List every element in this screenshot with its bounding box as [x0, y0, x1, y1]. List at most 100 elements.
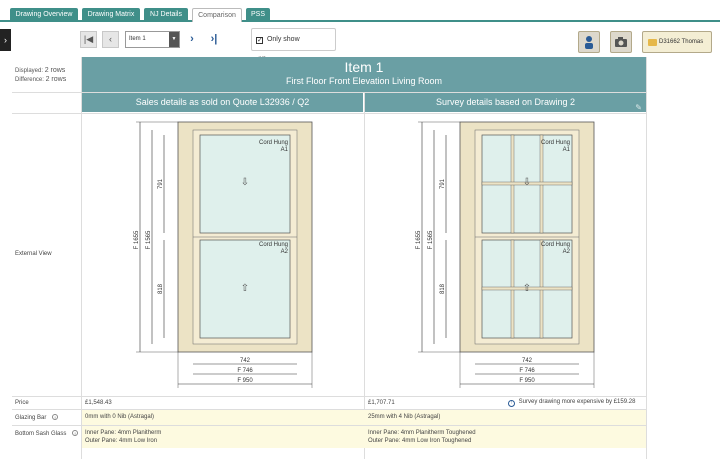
dim-width-overall: F 950	[237, 378, 253, 384]
difference-rows: Difference: 2 rows	[15, 76, 66, 83]
camera-icon	[615, 37, 627, 47]
sales-glazing-bar: 0mm with 0 Nib (Astragal)	[85, 414, 155, 420]
bottom-sash-glass	[199, 239, 291, 339]
survey-outer-pane: Outer Pane: 4mm Low Iron Toughened	[368, 438, 472, 444]
sales-outer-pane: Outer Pane: 4mm Low Iron	[85, 438, 158, 444]
arrow-down-icon: ⇩	[523, 177, 531, 188]
item-subtitle: First Floor Front Elevation Living Room	[285, 76, 443, 86]
sales-price: £1,548.43	[85, 400, 112, 406]
displayed-label: Displayed:	[15, 68, 44, 74]
arrow-up-icon: ↑	[508, 400, 515, 407]
difference-label: Difference:	[15, 77, 44, 83]
glazing-bar-label-text: Glazing Bar	[15, 415, 47, 421]
grid-line	[12, 396, 646, 397]
chevron-right-icon: ›	[4, 35, 7, 45]
first-item-button[interactable]: |◀	[80, 31, 97, 48]
sidebar-toggle-button[interactable]: ›	[0, 29, 11, 51]
dim-top: 791	[440, 178, 446, 189]
tab-bar: Drawing Overview Drawing Matrix NJ Detai…	[0, 0, 720, 22]
survey-inner-pane: Inner Pane: 4mm Planitherm Toughened	[368, 430, 476, 436]
dim-width-inner: 742	[240, 358, 251, 364]
dim-height-frame: F 1565	[146, 230, 152, 249]
price-difference-text: Survey drawing more expensive by £159.28	[518, 399, 636, 405]
arrow-up-icon: ⇧	[523, 283, 531, 294]
top-sash-glass	[199, 134, 291, 234]
tab-comparison[interactable]: Comparison	[192, 8, 242, 22]
bottom-sash-id: A2	[563, 249, 571, 255]
bottom-sash-type: Cord Hung	[541, 242, 570, 248]
top-sash-id: A1	[281, 147, 289, 153]
grid-line	[12, 92, 646, 93]
skip-last-icon: ›|	[210, 33, 218, 45]
grid-line	[12, 425, 646, 426]
sales-column-header: Sales details as sold on Quote L32936 / …	[82, 93, 363, 112]
survey-glazing-bar: 25mm with 4 Nib (Astragal)	[368, 414, 441, 420]
arrow-up-icon: ⇧	[241, 283, 249, 294]
bottom-sash-id: A2	[281, 249, 289, 255]
dim-bottom: 818	[158, 283, 164, 294]
skip-first-icon: |◀	[83, 34, 94, 44]
warning-icon: !	[52, 414, 59, 420]
item-title: Item 1	[344, 59, 384, 75]
tab-nj-details[interactable]: NJ Details	[144, 8, 188, 22]
top-sash-id: A1	[563, 147, 571, 153]
displayed-value: 2 rows	[44, 67, 66, 74]
sales-inner-pane: Inner Pane: 4mm Planitherm	[85, 430, 162, 436]
top-sash-type: Cord Hung	[541, 140, 570, 146]
warning-icon: !	[72, 430, 79, 436]
user-button[interactable]: D31662 Thomas	[642, 31, 712, 53]
bottom-sash-type: Cord Hung	[259, 242, 288, 248]
tab-pss[interactable]: PSS	[246, 8, 270, 22]
folder-icon	[648, 39, 657, 46]
dim-width-frame: F 746	[237, 368, 253, 374]
bottom-sash-glass-label-text: Bottom Sash Glass	[15, 431, 67, 437]
chevron-right-icon: ›	[190, 33, 194, 45]
bottom-sash-glass-label: Bottom Sash Glass !	[15, 430, 79, 437]
person-icon	[585, 36, 593, 49]
item-select-value: Item 1	[129, 36, 146, 42]
show-differences-checkbox[interactable]: ✓	[256, 37, 263, 44]
grid-line	[81, 57, 82, 459]
dim-width-frame: F 746	[519, 368, 535, 374]
glazing-bar-highlight	[82, 410, 646, 425]
survey-bottom-sash-glass: Inner Pane: 4mm Planitherm Toughened Out…	[368, 429, 476, 445]
previous-item-button[interactable]: ‹	[102, 31, 119, 48]
show-differences-toggle[interactable]: ✓ Only show differences	[251, 28, 336, 64]
dim-height-overall: F 1655	[416, 230, 422, 249]
external-view-label: External View	[15, 251, 52, 257]
grid-line	[364, 93, 365, 459]
tab-drawing-matrix[interactable]: Drawing Matrix	[82, 8, 140, 22]
sales-header-label: Sales details as sold on Quote L32936 / …	[135, 97, 310, 107]
dim-bottom: 818	[440, 283, 446, 294]
item-select[interactable]: Item 1 ▼	[125, 31, 180, 48]
grid-line	[12, 409, 646, 410]
survey-window-drawing: Cord Hung A1 Cord Hung A2 ⇩ ⇧ F 1655 F 1…	[416, 121, 595, 388]
chevron-left-icon: ‹	[109, 34, 112, 44]
top-sash-type: Cord Hung	[259, 140, 288, 146]
glazing-bars	[481, 134, 573, 339]
person-view-button[interactable]	[578, 31, 600, 53]
tab-drawing-overview[interactable]: Drawing Overview	[10, 8, 78, 22]
arrow-down-icon: ⇩	[241, 177, 249, 188]
difference-value: 2 rows	[45, 76, 67, 83]
bottom-sash-highlight	[82, 426, 646, 448]
dim-width-inner: 742	[522, 358, 533, 364]
dim-height-frame: F 1565	[428, 230, 434, 249]
dim-height-overall: F 1655	[134, 230, 140, 249]
survey-header-label: Survey details based on Drawing 2	[435, 97, 576, 107]
dim-top: 791	[158, 178, 164, 189]
displayed-rows: Displayed: 2 rows	[15, 67, 65, 74]
survey-price: £1,707.71	[368, 400, 395, 406]
price-difference-note: ↑ Survey drawing more expensive by £159.…	[508, 399, 635, 407]
camera-button[interactable]	[610, 31, 632, 53]
price-label: Price	[15, 400, 29, 406]
sales-bottom-sash-glass: Inner Pane: 4mm Planitherm Outer Pane: 4…	[85, 429, 161, 445]
next-item-button[interactable]: ›	[184, 31, 200, 48]
grid-line	[646, 57, 647, 459]
grid-line	[12, 113, 646, 114]
last-item-button[interactable]: ›|	[206, 31, 222, 48]
item-header: Item 1 First Floor Front Elevation Livin…	[82, 57, 646, 92]
pencil-icon[interactable]: ✎	[635, 103, 642, 112]
survey-column-header: Survey details based on Drawing 2 ✎	[365, 93, 646, 112]
sales-window-drawing: Cord Hung A1 Cord Hung A2 ⇩ ⇧ F 1655 F 1…	[134, 121, 313, 388]
